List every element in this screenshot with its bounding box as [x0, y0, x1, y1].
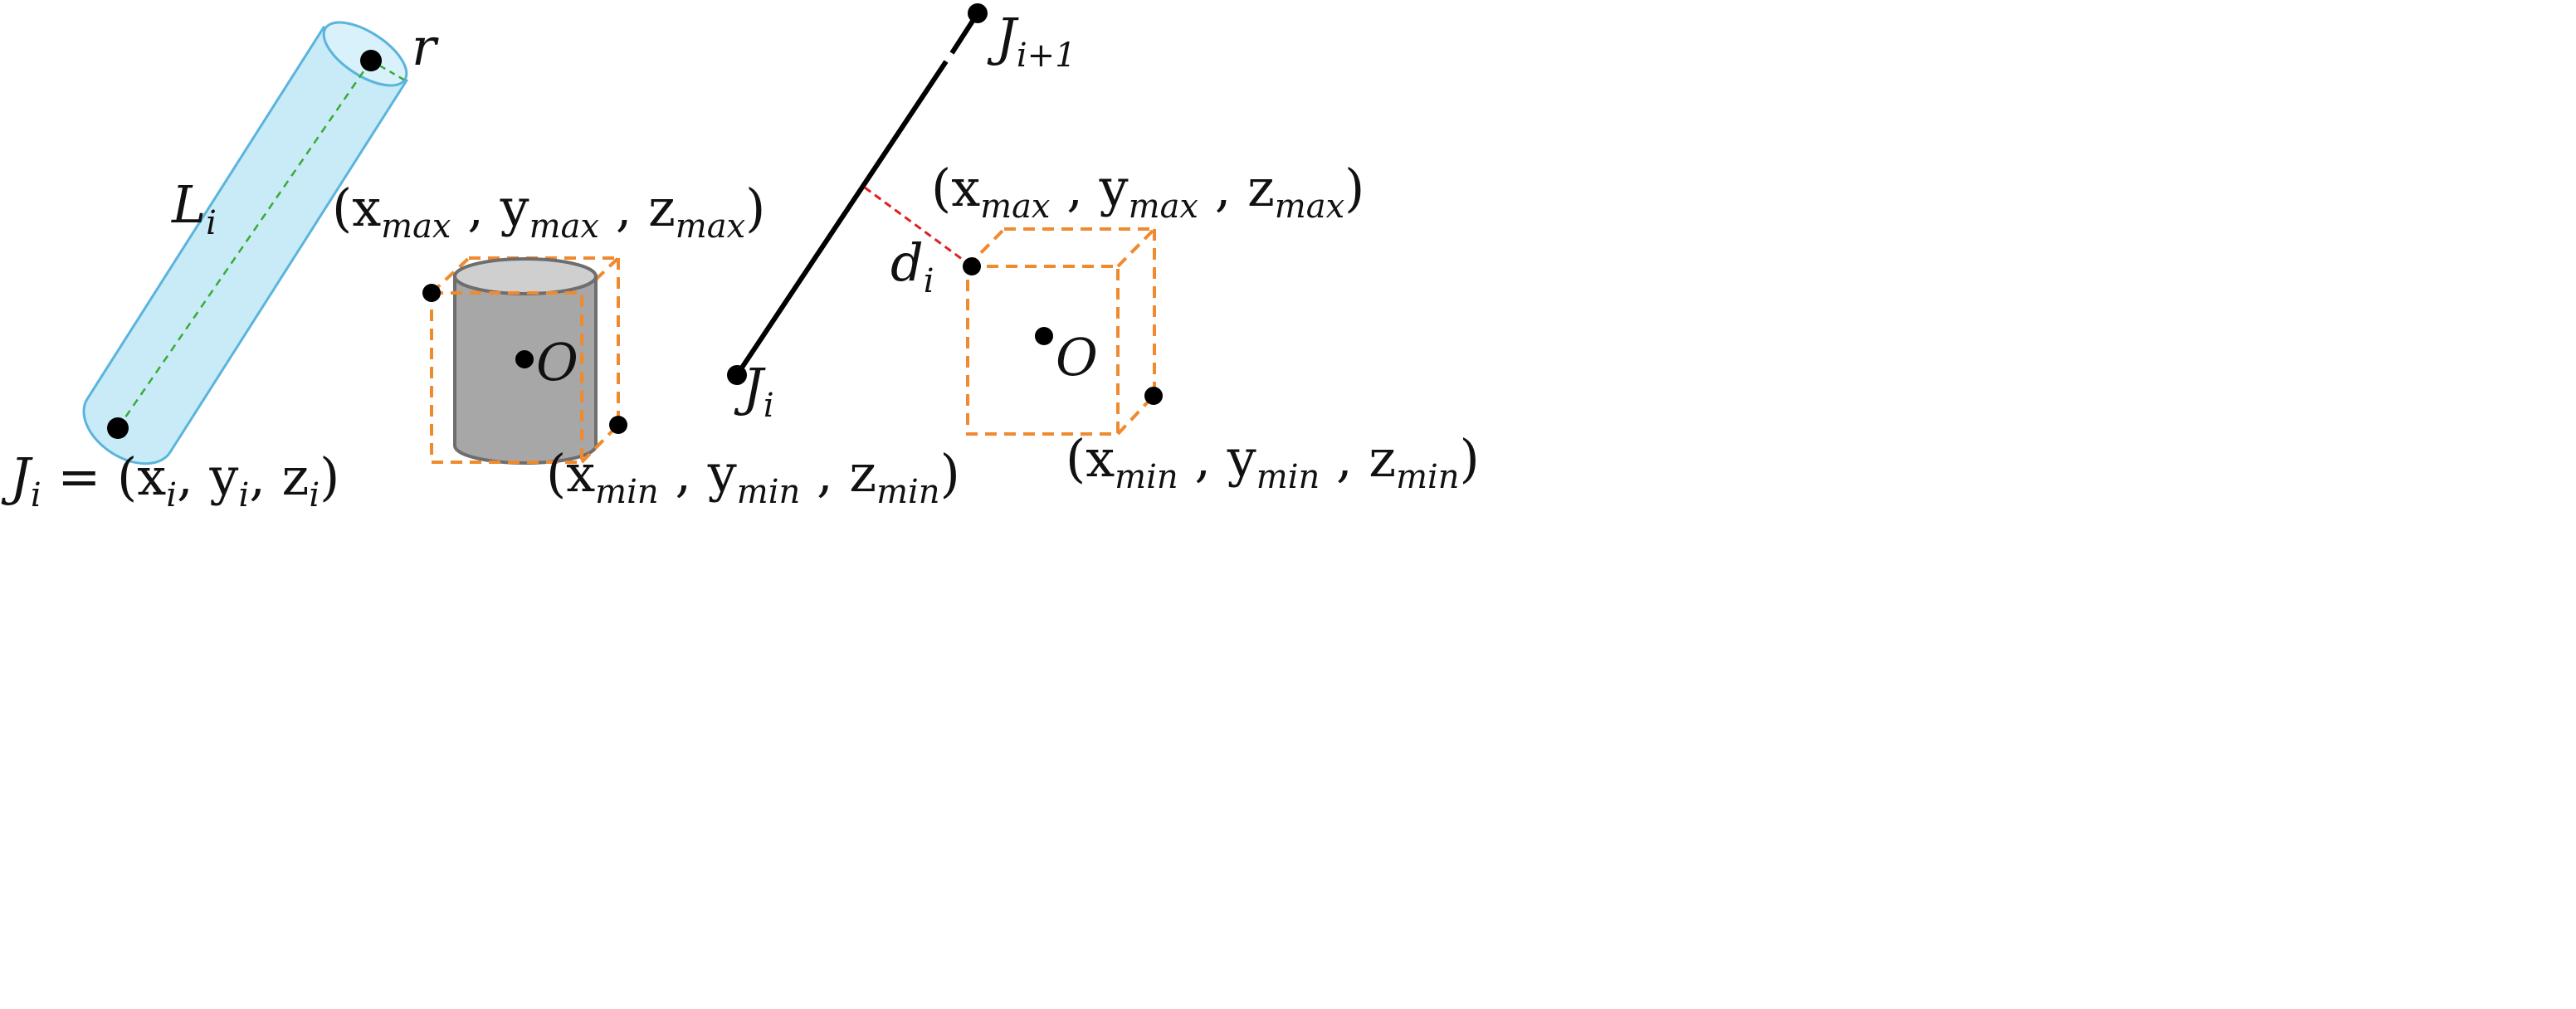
radius-label: r — [412, 17, 439, 77]
radius-line — [370, 59, 407, 83]
cylinder-top-center-point — [360, 50, 382, 71]
top-joint-label: Ji+1 — [987, 7, 1076, 75]
right-bounding-box — [963, 227, 1163, 436]
segment-line-lower — [734, 60, 949, 377]
right-min-corner-label: (xmin , ymin , zmin) — [1066, 428, 1480, 496]
length-label: Li — [171, 174, 217, 242]
right-max-corner-label: (xmax , ymax , zmax) — [931, 158, 1364, 226]
slanted-cylinder — [82, 21, 409, 466]
segment-top-joint-point — [968, 3, 988, 23]
distance-label: di — [890, 232, 934, 300]
box-max-corner-point — [422, 284, 441, 302]
joint-coordinate-label: Ji = (xi, yi, zi) — [1, 446, 339, 514]
segment-bottom-joint-point — [727, 365, 747, 385]
right-box-max-corner-point — [963, 257, 981, 275]
box-min-corner-point — [609, 416, 627, 434]
left-max-corner-label: (xmax , ymax , zmax) — [332, 178, 765, 246]
right-center-label: O — [1056, 327, 1098, 388]
upright-cylinder-box — [422, 256, 627, 465]
right-box-center-point — [1035, 327, 1053, 345]
joint-point — [107, 417, 129, 439]
distance-line — [864, 186, 973, 268]
left-center-label: O — [536, 332, 578, 392]
left-min-corner-label: (xmin , ymin , zmin) — [546, 443, 960, 511]
cylinder-axis — [116, 60, 373, 429]
bone-segment — [727, 3, 988, 385]
cylinder-center-point — [515, 350, 534, 368]
solid-cylinder-top — [453, 257, 598, 295]
cylinder-body — [82, 25, 409, 466]
right-box-min-corner-point — [1144, 387, 1163, 405]
